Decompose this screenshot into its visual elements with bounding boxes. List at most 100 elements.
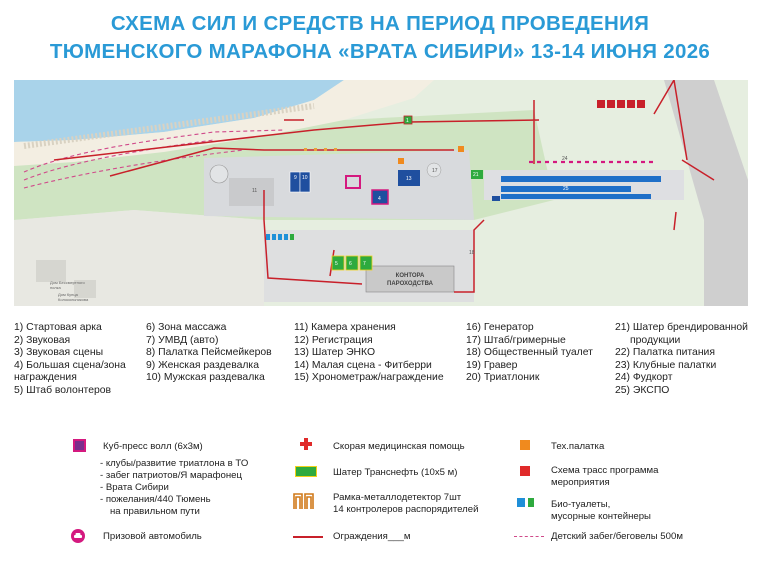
street-label: полка	[50, 285, 61, 290]
legend-column-1: 1) Стартовая арка 2) Звуковая 3) Звукова…	[14, 322, 126, 398]
legend-item: 4) Большая сцена/зона	[14, 359, 126, 371]
tech-tent-swatch	[520, 440, 530, 450]
event-site-map: Дом Бессмертного полка Дом Купца Колокол…	[14, 80, 748, 306]
zone-number: 13	[406, 176, 412, 182]
trash-container	[290, 234, 294, 240]
key-tech-tent-label: Тех.палатка	[551, 441, 605, 452]
legend-item: 12) Регистрация	[294, 334, 373, 346]
legend-item: 15) Хронометраж/награждение	[294, 372, 444, 384]
key-detector-label-2: 14 контролеров распорядителей	[333, 504, 479, 515]
legend-item: 20) Триатлоник	[466, 372, 540, 384]
metal-detector	[304, 148, 307, 151]
legend-item: 10) Мужская раздевалка	[146, 372, 265, 384]
key-kids-run-label: Детский забег/беговелы 500м	[551, 531, 683, 542]
page-title-line-2: ТЮМЕНСКОГО МАРАФОНА «ВРАТА СИБИРИ» 13-14…	[49, 40, 711, 63]
tent-5	[331, 255, 345, 271]
embankment-stairs	[23, 103, 315, 149]
tech-tent	[398, 158, 404, 164]
legend-item: 19) Гравер	[466, 359, 518, 371]
key-cube-item: - забег патриотов/Я марафонец	[100, 470, 242, 481]
metal-detector	[334, 148, 337, 151]
legend-column-4: 16) Генератор 17) Штаб/гримерные 18) Общ…	[466, 322, 593, 385]
key-routes-scheme-label-1: Схема трасс программа	[551, 465, 659, 476]
kids-run-route	[23, 129, 285, 189]
zone-number: 6	[349, 261, 352, 267]
key-fence-label: Ограждения___м	[333, 531, 411, 542]
zone-number: 7	[363, 261, 366, 267]
top-tent	[597, 100, 605, 108]
top-tent	[637, 100, 645, 108]
trash-container-swatch	[528, 498, 534, 507]
city-area	[14, 210, 264, 306]
street-label: Дом Купца	[58, 292, 79, 297]
river	[14, 80, 344, 142]
legend-item: 18) Общественный туалет	[466, 347, 593, 359]
legend-item: 5) Штаб волонтеров	[14, 384, 112, 396]
street-label: Дом Бессмертного	[50, 280, 85, 285]
start-arch	[403, 115, 413, 125]
legend-item: 23) Клубные палатки	[615, 359, 717, 371]
legend-item: 16) Генератор	[466, 322, 534, 333]
tent-transneft	[471, 170, 483, 179]
legend-item: 3) Звуковая сцены	[14, 347, 104, 359]
key-cube-item: - пожелания/440 Тюмень	[100, 494, 211, 505]
round-building	[209, 164, 229, 184]
embankment	[14, 80, 434, 166]
legend-item: продукции	[630, 334, 681, 346]
fence-line-swatch	[293, 536, 323, 538]
legend-column-2: 6) Зона массажа 7) УМВД (авто) 8) Палатк…	[146, 322, 272, 385]
legend-item: 2) Звуковая	[14, 334, 71, 346]
metal-detector-icon	[293, 493, 314, 509]
stage-4	[371, 189, 389, 205]
zone-number: 21	[473, 172, 479, 178]
legend-item: 22) Палатка питания	[615, 347, 715, 359]
key-cube-item: - клубы/развитие триатлона в ТО	[100, 458, 249, 469]
legend-item: 24) Фудкорт	[615, 372, 673, 384]
zone-number: 11	[252, 188, 257, 194]
top-tent	[627, 100, 635, 108]
legend-column-3: 11) Камера хранения 12) Регистрация 13) …	[294, 322, 444, 385]
expo-tents-row	[501, 176, 661, 182]
key-transneft-label: Шатер Транснефть (10х5 м)	[333, 467, 458, 478]
zone-number: 25	[563, 186, 569, 192]
medical-cross-icon	[300, 438, 312, 450]
key-toilets-label-1: Био-туалеты,	[551, 499, 611, 510]
metal-detector	[324, 148, 327, 151]
kids-run-line-swatch	[514, 536, 544, 537]
legend-item: 8) Палатка Пейсмейкеров	[146, 347, 272, 359]
zone-number: 4	[378, 196, 381, 202]
legend-item: 9) Женская раздевалка	[146, 359, 259, 371]
cube-press-wall	[345, 175, 361, 189]
legend-item: 14) Малая сцена - Фитберри	[294, 359, 432, 371]
cube-press-swatch	[73, 439, 86, 452]
info-point	[492, 196, 500, 201]
zone-number: 5	[335, 261, 338, 267]
zone-number: 1	[406, 118, 409, 124]
bio-toilet	[278, 234, 282, 240]
prize-car-icon	[71, 529, 85, 543]
zone-number: 18	[469, 250, 475, 256]
bio-toilet	[272, 234, 276, 240]
tent-10	[299, 171, 311, 193]
tent-6	[345, 255, 359, 271]
legend-item: 13) Шатер ЭНКО	[294, 347, 376, 359]
zone-number: 10	[302, 175, 308, 181]
key-cube-item: на правильном пути	[110, 506, 200, 517]
legend-item: 17) Штаб/гримерные	[466, 334, 566, 346]
station-building	[229, 178, 274, 206]
tech-tent	[458, 146, 464, 152]
bio-toilet	[266, 234, 270, 240]
legend-column-5: 21) Шатер брендированной продукции 22) П…	[615, 322, 748, 398]
tent-17	[426, 162, 442, 178]
key-cube-item: - Врата Сибири	[100, 482, 169, 493]
kontora-label-2: ПАРОХОДСТВА	[387, 281, 434, 287]
key-toilets-label-2: мусорные контейнеры	[551, 511, 651, 522]
kontora-building	[365, 265, 455, 293]
bio-toilet-swatch	[517, 498, 525, 507]
city-building	[74, 280, 96, 298]
key-detector-label-1: Рамка-металлодетектор 7шт	[333, 492, 462, 503]
bio-toilet	[284, 234, 288, 240]
metal-detector	[314, 148, 317, 151]
zone-number: 17	[432, 168, 438, 174]
transneft-swatch	[295, 466, 317, 477]
